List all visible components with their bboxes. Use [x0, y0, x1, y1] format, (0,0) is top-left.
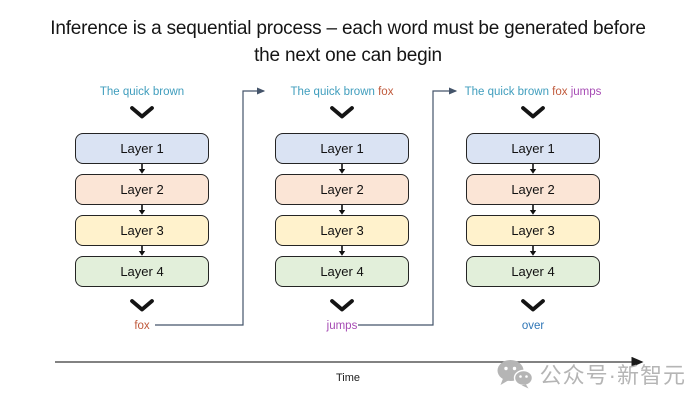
arrow-down-icon	[338, 164, 346, 174]
layer-box-3: Layer 3	[275, 215, 409, 246]
layer-label: Layer 1	[511, 141, 555, 156]
input-token: fox	[548, 86, 568, 98]
arrow-down-icon	[529, 246, 537, 256]
input-token: The quick brown	[99, 86, 185, 98]
layer-box-4: Layer 4	[466, 256, 600, 287]
arrow-down-icon	[529, 164, 537, 174]
slide-title-line1: Inference is a sequential process – each…	[50, 18, 646, 39]
pipeline-column-2: The quick brown fox Layer 1 Layer 2 Laye…	[258, 85, 426, 333]
layer-label: Layer 1	[120, 141, 164, 156]
chevron-down-icon	[330, 299, 354, 312]
output-token-1: fox	[134, 320, 150, 332]
layer-box-1: Layer 1	[75, 133, 209, 164]
layer-box-2: Layer 2	[75, 174, 209, 205]
layer-label: Layer 2	[320, 182, 364, 197]
watermark: 公众号·新智元	[497, 358, 686, 390]
input-sequence-3: The quick brown fox jumps	[465, 85, 602, 99]
layer-label: Layer 4	[120, 264, 164, 279]
input-token: The quick brown	[464, 86, 549, 98]
watermark-text: 公众号·新智元	[539, 363, 686, 388]
layer-box-2: Layer 2	[275, 174, 409, 205]
output-token-3: over	[521, 320, 545, 332]
arrow-down-icon	[138, 205, 146, 215]
output-token-2: jumps	[326, 320, 358, 332]
time-axis-label: Time	[335, 372, 361, 384]
chevron-down-icon	[130, 106, 154, 119]
layer-label: Layer 1	[320, 141, 364, 156]
layer-box-1: Layer 1	[275, 133, 409, 164]
layer-label: Layer 2	[511, 182, 555, 197]
layer-label: Layer 3	[120, 223, 164, 238]
wechat-icon	[497, 360, 533, 389]
layer-box-1: Layer 1	[466, 133, 600, 164]
arrow-down-icon	[338, 205, 346, 215]
layer-box-4: Layer 4	[275, 256, 409, 287]
chevron-down-icon	[521, 106, 545, 119]
input-sequence-2: The quick brown fox	[291, 85, 394, 99]
layer-label: Layer 3	[511, 223, 555, 238]
chevron-down-icon	[521, 299, 545, 312]
layer-label: Layer 4	[320, 264, 364, 279]
layer-box-3: Layer 3	[75, 215, 209, 246]
slide-title-line2: the next one can begin	[254, 45, 442, 66]
layer-label: Layer 3	[320, 223, 364, 238]
layer-box-3: Layer 3	[466, 215, 600, 246]
layer-label: Layer 2	[120, 182, 164, 197]
layer-box-2: Layer 2	[466, 174, 600, 205]
slide-title: Inference is a sequential process – each…	[0, 15, 696, 69]
chevron-down-icon	[130, 299, 154, 312]
layer-label: Layer 4	[511, 264, 555, 279]
arrow-down-icon	[138, 246, 146, 256]
arrow-down-icon	[529, 205, 537, 215]
layer-box-4: Layer 4	[75, 256, 209, 287]
pipeline-column-3: The quick brown fox jumps Layer 1 Layer …	[449, 85, 617, 333]
input-token: The quick brown	[290, 86, 375, 98]
arrow-down-icon	[138, 164, 146, 174]
arrow-down-icon	[338, 246, 346, 256]
input-token: jumps	[567, 86, 602, 98]
chevron-down-icon	[330, 106, 354, 119]
input-sequence-1: The quick brown	[100, 85, 184, 99]
pipeline-column-1: The quick brown Layer 1 Layer 2 Layer 3 …	[58, 85, 226, 333]
input-token: fox	[374, 86, 394, 98]
